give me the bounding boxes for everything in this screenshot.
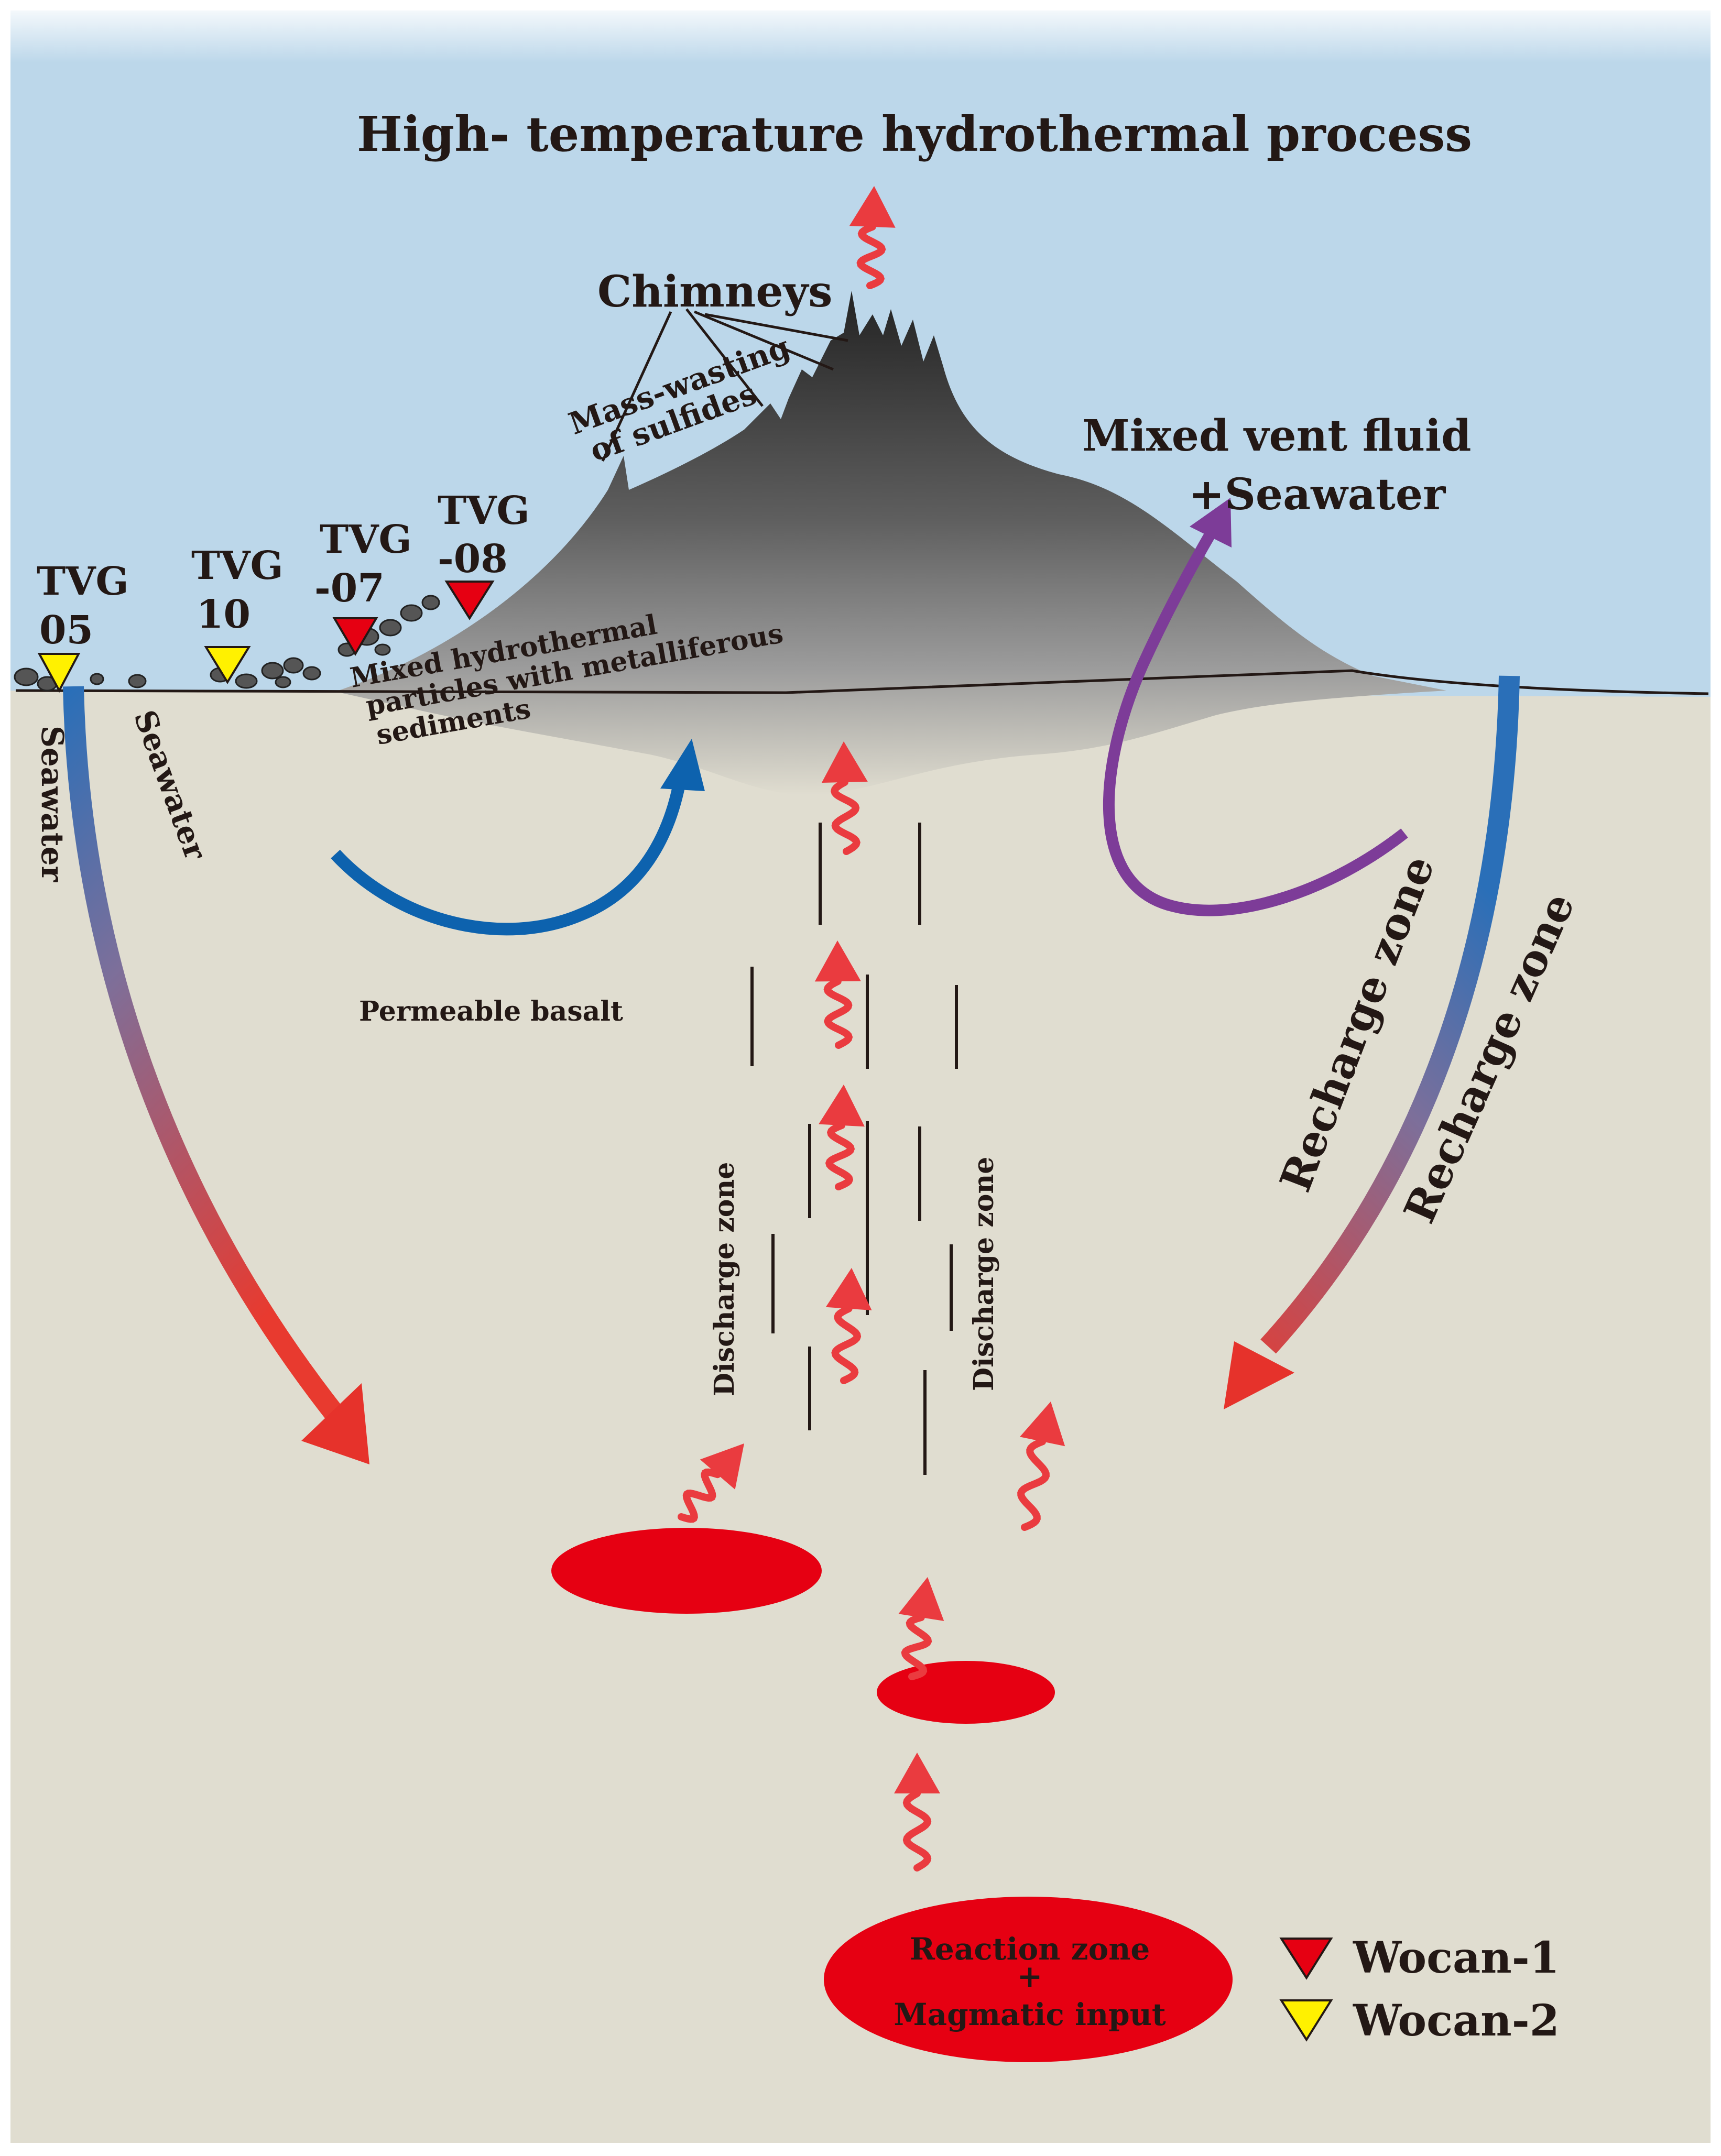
- seawater-arrowhead-left: [301, 1383, 369, 1464]
- chimney-pointer-lines: [601, 308, 848, 462]
- rising-fluid-arrow-shaft: [831, 779, 861, 855]
- seafloor-background: [0, 691, 1721, 2153]
- rising-fluid-arrow-shaft: [902, 1790, 932, 1872]
- rising-fluid-arrow-shaft: [831, 1305, 862, 1384]
- svg-text:TVG: TVG: [320, 517, 412, 562]
- svg-text:-07: -07: [314, 566, 385, 611]
- rising-fluid-arrowhead: [700, 1443, 744, 1490]
- reaction-zone-plus: +: [1017, 1958, 1043, 1994]
- seawater-downflow-arrow-left: [63, 686, 344, 1421]
- recharge-arrowhead-right: [1224, 1341, 1294, 1409]
- wocan-2-marker: [204, 646, 251, 684]
- wocan-1-legend-marker: [1279, 1938, 1333, 1980]
- wocan-2-marker: [37, 653, 81, 693]
- legend: Wocan-1 Wocan-2: [1279, 1933, 1560, 2046]
- wocan-2-legend-marker: [1279, 1999, 1333, 2042]
- discharge-fractures: [750, 823, 958, 1475]
- svg-text:05: 05: [39, 608, 93, 653]
- svg-text:Wocan-2: Wocan-2: [1353, 1996, 1560, 2046]
- magma-chamber-upper: [551, 1528, 822, 1614]
- discharge-zone-label-right: Discharge zone: [968, 1157, 1000, 1391]
- mixed-vent-fluid-label: Mixed vent fluid: [1082, 411, 1471, 461]
- svg-text:Wocan-1: Wocan-1: [1353, 1933, 1560, 1983]
- diagram-title: High- temperature hydrothermal process: [357, 106, 1472, 162]
- legend-item-wocan-2: Wocan-2: [1279, 1996, 1560, 2046]
- site-tvg-10: TVG 10: [191, 543, 284, 684]
- mixed-vent-seawater-label: +Seawater: [1189, 469, 1446, 520]
- reaction-zone-label: Reaction zone: [910, 1931, 1150, 1967]
- site-tvg-07: TVG -07: [314, 517, 412, 656]
- chimneys-label: Chimneys: [597, 267, 832, 317]
- svg-text:10: 10: [197, 592, 250, 637]
- svg-text:TVG: TVG: [191, 543, 284, 588]
- rising-fluid-arrowhead: [814, 940, 861, 982]
- rising-fluid-arrowhead: [849, 186, 896, 228]
- rising-fluid-arrowhead: [819, 1085, 865, 1127]
- rising-fluid-arrowhead: [821, 741, 868, 783]
- svg-text:TVG: TVG: [438, 488, 530, 533]
- discharge-zone-label-left: Discharge zone: [709, 1162, 740, 1396]
- magmatic-input-label: Magmatic input: [894, 1997, 1166, 2032]
- basalt-circulation-arrow: [331, 772, 688, 936]
- svg-text:TVG: TVG: [37, 559, 129, 604]
- wocan-1-marker: [444, 581, 495, 620]
- seawater-label-left: Seawater: [35, 726, 70, 883]
- rising-fluid-arrow-shaft: [823, 978, 853, 1049]
- permeable-basalt-label: Permeable basalt: [359, 995, 623, 1027]
- rising-fluid-arrow-shaft: [1017, 1438, 1050, 1531]
- vent-mixing-arrow: [1103, 526, 1408, 916]
- rising-fluid-arrows: [678, 186, 1065, 1872]
- wocan-1-marker: [332, 617, 378, 656]
- basalt-circulation-arrowhead: [660, 739, 705, 791]
- rising-fluid-arrow-shaft: [825, 1121, 855, 1190]
- rising-fluid-arrow-shaft: [678, 1468, 722, 1523]
- rising-fluid-arrow-shaft: [856, 223, 886, 289]
- site-tvg-05: TVG 05: [37, 559, 129, 693]
- rising-fluid-arrowhead: [898, 1577, 944, 1621]
- rising-fluid-arrowhead: [894, 1753, 940, 1793]
- svg-text:-08: -08: [438, 537, 508, 582]
- vent-mixing-arrowhead: [1190, 498, 1232, 548]
- reaction-zone-ellipse: [824, 1897, 1233, 2062]
- magma-chamber-middle: [877, 1661, 1055, 1724]
- rising-fluid-arrowhead: [1020, 1402, 1065, 1447]
- site-tvg-08: TVG -08: [438, 488, 530, 620]
- legend-item-wocan-1: Wocan-1: [1279, 1933, 1560, 1983]
- rising-fluid-arrow-shaft: [901, 1614, 932, 1680]
- recharge-downflow-arrow-right: [1260, 675, 1520, 1354]
- hydrothermal-mound: [335, 291, 1446, 795]
- rising-fluid-arrowhead: [825, 1268, 872, 1310]
